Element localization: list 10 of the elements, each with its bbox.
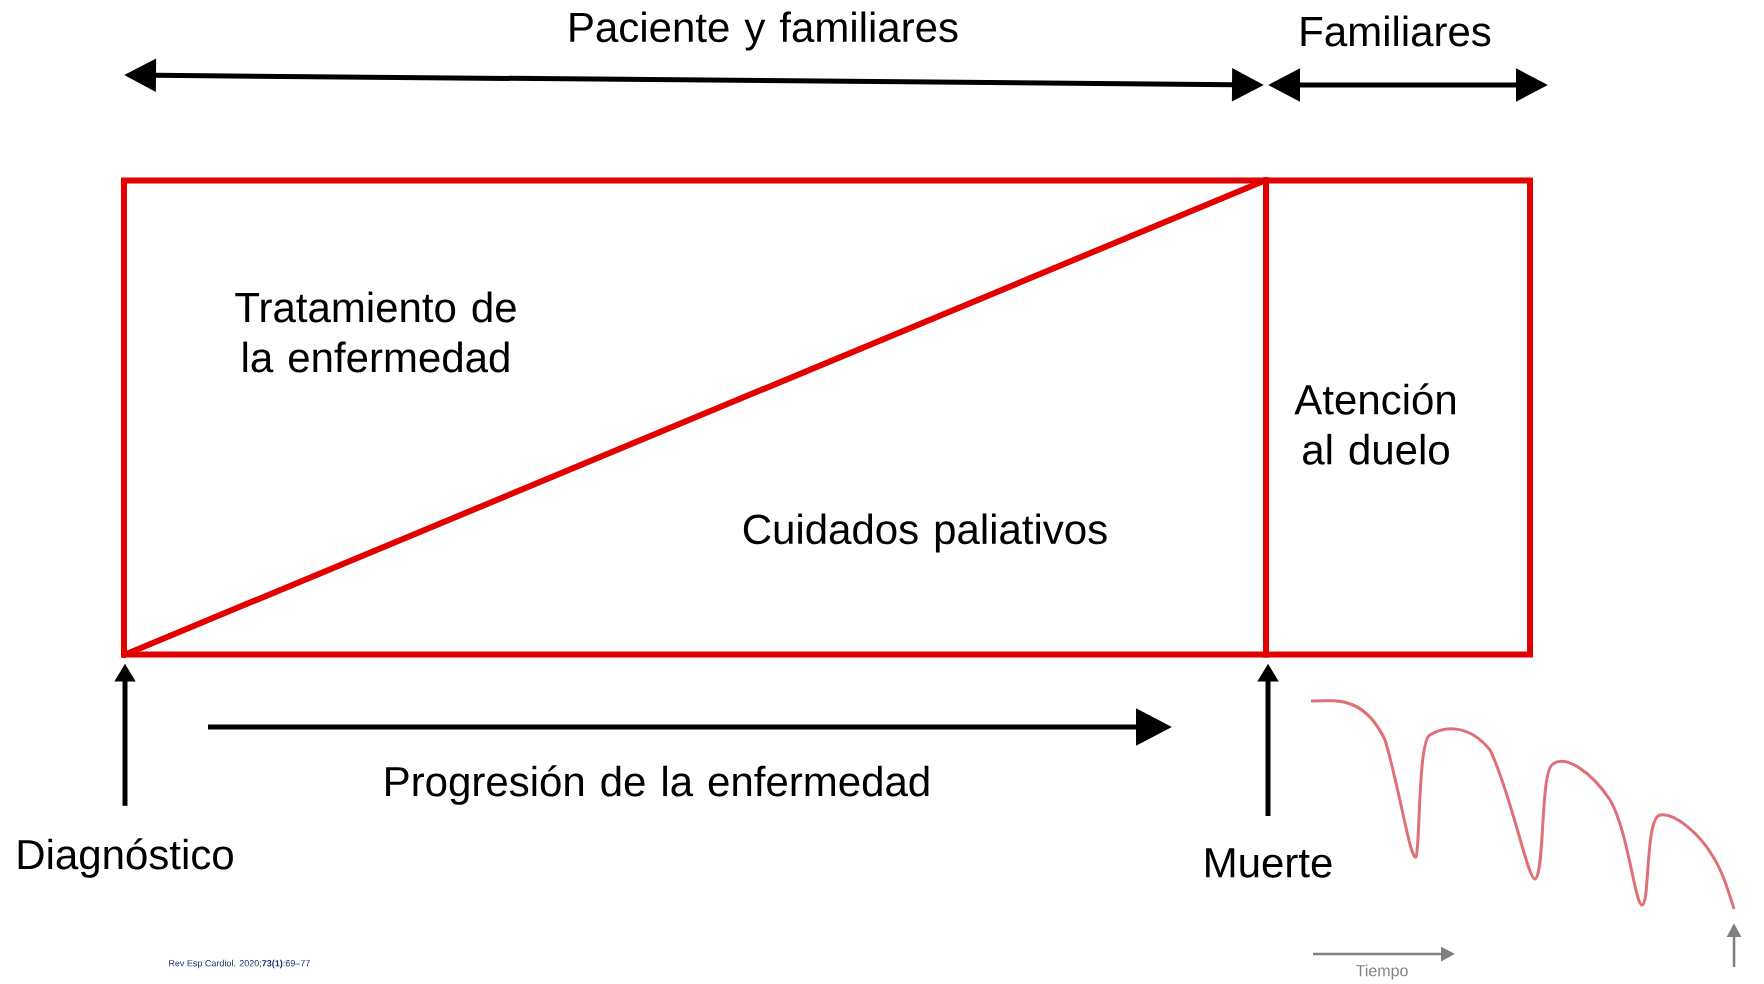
event-label: Muerte xyxy=(1206,848,1332,878)
span-label: Paciente y familiares xyxy=(570,11,958,51)
panel-text: Cuidados paliativos xyxy=(743,513,1107,553)
axis-label: Progresión de la enfermedad xyxy=(386,765,929,805)
panel-text: Tratamiento de la enfermedad xyxy=(235,291,516,373)
span-label: Familiares xyxy=(1301,15,1491,47)
axis-label: Tiempo xyxy=(1356,964,1408,980)
panel-text: Atención al duelo xyxy=(1294,383,1455,465)
citation: Rev Esp Cardiol. 2020;73(1):69–77 xyxy=(169,959,310,969)
event-label: Diagnóstico xyxy=(18,838,233,878)
